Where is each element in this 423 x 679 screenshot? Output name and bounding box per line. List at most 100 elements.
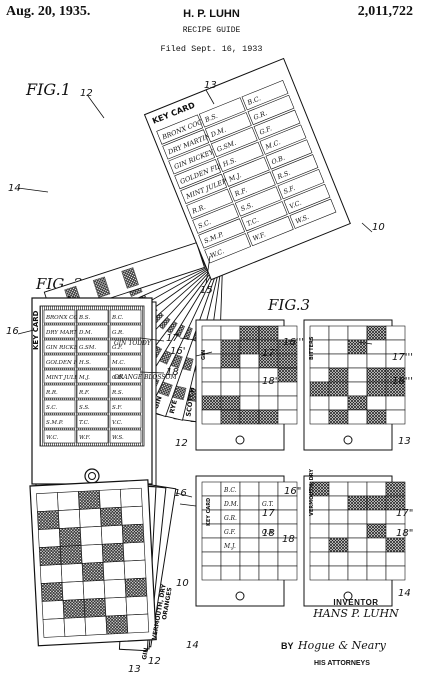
fig3-cell	[220, 381, 241, 397]
fig2-key-text: G.F.	[112, 345, 123, 351]
fig2-key-text: W.F.	[79, 435, 90, 441]
fig2-key-cell	[43, 384, 76, 399]
fig1-key-cell	[283, 183, 331, 215]
fig2-key-text: R.F.	[78, 390, 90, 396]
fig2-key-text: B.C.	[111, 315, 124, 321]
fig3-cell	[277, 395, 298, 411]
fig2-lower-cell	[58, 527, 82, 547]
fig2-lower-cell	[78, 508, 102, 528]
fig1-key-cell	[234, 186, 282, 217]
fig3-cell	[366, 551, 387, 567]
fig3-cell	[328, 523, 349, 539]
fig2-key-cell	[109, 399, 142, 414]
attorneys-label: HIS ATTORNEYS	[314, 660, 370, 667]
ref-16-fig3: 16	[174, 488, 187, 499]
fig3-cell	[258, 409, 279, 425]
fig3-cell	[347, 353, 368, 369]
ref-17ppp: 17'''	[392, 352, 413, 363]
fig3-hole	[343, 435, 353, 445]
fig3-cell	[385, 409, 406, 425]
fig2-key-text: H.S.	[78, 360, 91, 366]
fig2-lower-cell	[102, 560, 126, 581]
fig3-cell	[309, 395, 330, 411]
fig2-lower-cell	[40, 582, 64, 602]
fig3-cell	[328, 481, 349, 497]
fig2-lower-cell	[84, 615, 108, 636]
ref-10-fig3: 10	[176, 578, 189, 589]
fig3-card-label: GIN	[201, 350, 207, 360]
fig2-key-text: MINT JULEP	[45, 375, 83, 381]
fig2-lower-cell	[120, 505, 144, 526]
fig2-key-cell	[109, 384, 142, 399]
fig2-key-cell	[43, 339, 76, 354]
fig2-key-text: M.C.	[111, 360, 125, 366]
fig2-key-text: B.S.	[78, 315, 90, 321]
fig3-cell	[385, 325, 406, 341]
fig2-key-text: GIN RICKEY	[46, 345, 83, 351]
fig2-key-text: G.SM.	[79, 345, 96, 351]
fig3-cell	[366, 381, 387, 397]
fig3-cell	[239, 367, 260, 383]
fig3-cell	[347, 565, 368, 581]
ref-16pp: 16"	[284, 486, 302, 497]
fig3-cell	[366, 395, 387, 411]
fig3-cell	[309, 551, 330, 567]
fig3-cell	[328, 495, 349, 511]
fig3-cell	[347, 495, 368, 511]
fig2-lower-cell	[62, 599, 86, 619]
fig2-key-cell	[76, 309, 109, 324]
fig3-cell	[239, 565, 260, 581]
ref-14-fig3: 14	[398, 588, 411, 599]
fig3-cell	[309, 381, 330, 397]
ref-17pp: 17"	[396, 508, 414, 519]
fig3-cell	[258, 537, 279, 553]
ref-10-fig1: 10	[372, 222, 385, 233]
fig3-cell	[239, 339, 260, 355]
fig2-side-tag: ORANGE BLOSSOM	[114, 374, 177, 381]
ref-13-fig3: 13	[398, 436, 411, 447]
fig2-key-cell	[43, 399, 76, 414]
fig3-cell	[328, 537, 349, 553]
fig3-cell	[201, 367, 222, 383]
fig2-lower-cell	[78, 490, 101, 510]
fig3-cell	[239, 551, 260, 567]
fig3-cell	[328, 409, 349, 425]
fig3-key-side: O.B.	[262, 529, 275, 536]
fig2-lower-cell	[63, 616, 87, 637]
fig3-title: FIG.3	[268, 296, 311, 314]
fig1-key-cell	[246, 215, 294, 247]
fig2-key-cell	[43, 369, 76, 384]
fig3-cell	[258, 395, 279, 411]
fig2-lower-cell	[104, 596, 128, 617]
fig2-key-text: G.R.	[112, 330, 124, 336]
ref-17p: 17'	[262, 348, 278, 359]
fig3-cell	[201, 565, 222, 581]
ref-14-fig2: 14	[186, 640, 199, 651]
fig1-key-cell	[259, 124, 307, 155]
fig2-key-title: KEY CARD	[32, 310, 40, 350]
fig3-key-title: KEY CARD	[206, 498, 212, 526]
fig3-cell	[220, 339, 241, 355]
fig2-key-cell	[76, 369, 109, 384]
fig3-card-label: BITTERS	[309, 336, 315, 360]
fig2-key-text: S.F.	[112, 405, 122, 411]
fig3-card-12: GIN	[195, 319, 298, 451]
fig3-cell	[328, 565, 349, 581]
fig3-cell	[220, 353, 241, 369]
fig2-key-cell	[43, 414, 76, 429]
fig3-hole	[343, 591, 353, 601]
fig2-lower-cell	[121, 523, 145, 544]
fig3-cell	[201, 325, 222, 341]
fig3-cell	[309, 565, 330, 581]
fig2-key-cell	[109, 309, 142, 324]
fig3-key-text: G.F.	[224, 529, 236, 536]
fig3-cell	[309, 537, 330, 553]
fig3-cell	[220, 367, 241, 383]
fig3-cell	[239, 409, 260, 425]
fig3-cell	[328, 353, 349, 369]
fig3-cell	[277, 565, 298, 581]
fig1-key-cell	[277, 169, 325, 200]
